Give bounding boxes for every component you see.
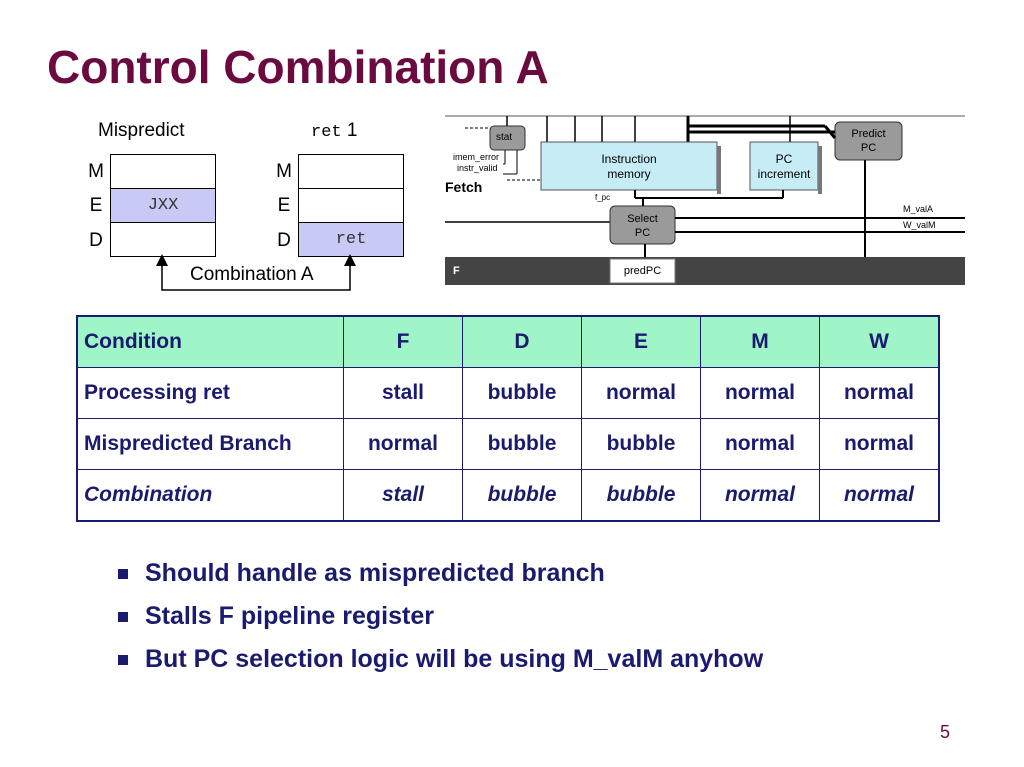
table-header-cell: F [343, 315, 463, 368]
table-header-row: Condition F D E M W [76, 315, 940, 368]
table-cell: bubble [462, 418, 582, 470]
bullet-text: Should handle as mispredicted branch [145, 559, 605, 587]
table-row: Processing ret stall bubble normal norma… [76, 367, 940, 419]
table-cell: Combination [76, 469, 344, 522]
bullet-list: Should handle as mispredicted branch Sta… [118, 552, 763, 681]
w-valm-label: W_valM [903, 220, 936, 230]
bullet-square-icon [118, 654, 128, 665]
pipeline-cell-e: JXX [111, 189, 215, 223]
table-header-cell: M [700, 315, 820, 368]
table-cell: stall [343, 469, 463, 522]
page-number: 5 [940, 722, 951, 742]
table-cell: normal [581, 367, 701, 419]
bullet-item: But PC selection logic will be using M_v… [118, 638, 763, 681]
table-cell: normal [700, 367, 820, 419]
bullet-square-icon [118, 611, 128, 622]
predict-pc-line2: PC [860, 142, 877, 154]
ret-caption-number: 1 [346, 120, 358, 141]
pipeline-cell-m [111, 155, 215, 189]
page-title: Control Combination A [47, 41, 549, 93]
bullet-text: But PC selection logic will be using M_v… [145, 645, 764, 673]
combination-label: Combination A [188, 264, 316, 286]
combination-connector [156, 254, 356, 291]
bullet-square-icon [118, 568, 128, 579]
stage-label-e: E [89, 195, 103, 216]
fetch-stage-wiring [445, 115, 965, 285]
table-header-cell: Condition [76, 315, 344, 368]
imem-error-label: imem_error [453, 152, 500, 162]
table-cell: bubble [462, 469, 582, 522]
stage-label-m: M [88, 161, 104, 182]
select-pc: Select PC [610, 212, 675, 240]
instruction-memory-line1: Instruction [601, 152, 657, 166]
table-row: Combination stall bubble bubble normal n… [76, 469, 940, 522]
stage-label-m: M [276, 161, 292, 182]
f-register-label: F [453, 265, 460, 277]
stat-label: stat [496, 132, 513, 143]
bullet-text: Stalls F pipeline register [145, 602, 434, 630]
mispredict-pipeline: JXX [110, 154, 216, 257]
instruction-memory-line2: memory [607, 167, 651, 181]
table-row: Mispredicted Branch normal bubble bubble… [76, 418, 940, 470]
table-header-cell: W [819, 315, 940, 368]
table-cell: normal [819, 418, 940, 470]
table-header-cell: D [462, 315, 582, 368]
table-header-cell: E [581, 315, 701, 368]
fetch-label: Fetch [445, 179, 483, 195]
table-cell: Processing ret [76, 367, 344, 419]
ret-caption-code: ret [311, 123, 342, 142]
instr-valid-label: instr_valid [457, 163, 498, 173]
predict-pc-line1: Predict [851, 128, 886, 140]
select-pc-line2: PC [634, 227, 651, 239]
table-cell: normal [819, 367, 940, 419]
select-pc-line1: Select [627, 213, 658, 225]
table-cell: Mispredicted Branch [76, 418, 344, 470]
stage-label-e: E [277, 195, 291, 216]
table-cell: normal [700, 469, 820, 522]
pc-increment-line1: PC [775, 152, 793, 166]
table-cell: bubble [462, 367, 582, 419]
table-cell: normal [343, 418, 463, 470]
mispredict-caption: Mispredict [98, 120, 185, 141]
bullet-item: Stalls F pipeline register [118, 595, 763, 638]
control-table: Condition F D E M W Processing ret stall… [76, 315, 940, 522]
ret-caption: ret 1 [311, 120, 357, 142]
fetch-stage-diagram: stat imem_error instr_valid Fetch Instru… [445, 112, 965, 287]
pipeline-cell-m [299, 155, 403, 189]
ret-pipeline: ret [298, 154, 404, 257]
pipeline-cell-e [299, 189, 403, 223]
pipeline-cell-d: ret [299, 223, 403, 256]
stage-label-d: D [89, 230, 103, 251]
stage-label-d: D [277, 230, 291, 251]
bullet-item: Should handle as mispredicted branch [118, 552, 763, 595]
pc-increment: PC increment [750, 152, 818, 182]
f-pc-label: f_pc [595, 193, 611, 202]
predict-pc: Predict PC [835, 127, 902, 155]
table-cell: bubble [581, 418, 701, 470]
predpc-label: predPC [623, 265, 662, 277]
table-cell: stall [343, 367, 463, 419]
m-vala-label: M_valA [903, 204, 934, 214]
table-cell: normal [700, 418, 820, 470]
table-cell: bubble [581, 469, 701, 522]
pc-increment-line2: increment [757, 167, 811, 181]
instruction-memory: Instruction memory [541, 152, 717, 182]
table-cell: normal [819, 469, 940, 522]
